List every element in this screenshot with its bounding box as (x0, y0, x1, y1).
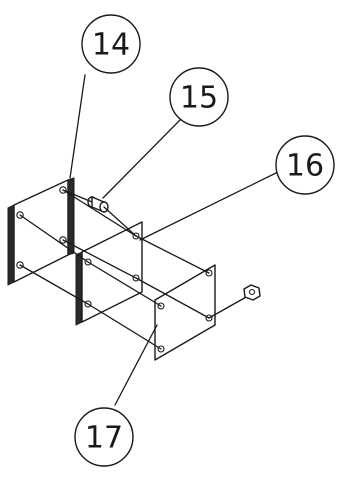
balloon-16-label: 16 (286, 149, 324, 184)
balloon-17: 17 (74, 407, 134, 467)
balloon-17-label: 17 (85, 421, 123, 456)
balloon-15: 15 (169, 67, 229, 127)
nut (243, 284, 261, 301)
balloon-16: 16 (275, 135, 335, 195)
spacer (87, 196, 109, 213)
back-plate (7, 177, 75, 286)
leader-lines (69, 74, 279, 406)
front-plate (154, 264, 216, 361)
balloon-14-label: 14 (92, 28, 130, 63)
middle-plate (75, 221, 143, 326)
balloon-14: 14 (81, 14, 141, 74)
balloon-15-label: 15 (180, 81, 218, 116)
